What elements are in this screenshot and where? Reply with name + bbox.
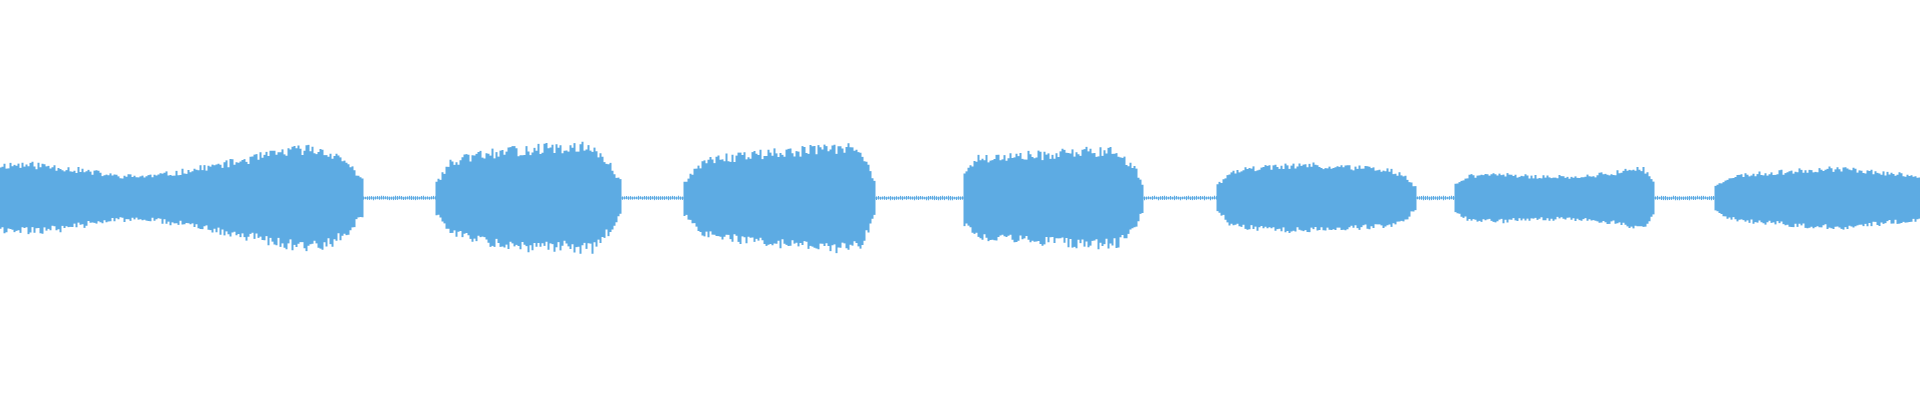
waveform-bars: [0, 141, 1920, 254]
